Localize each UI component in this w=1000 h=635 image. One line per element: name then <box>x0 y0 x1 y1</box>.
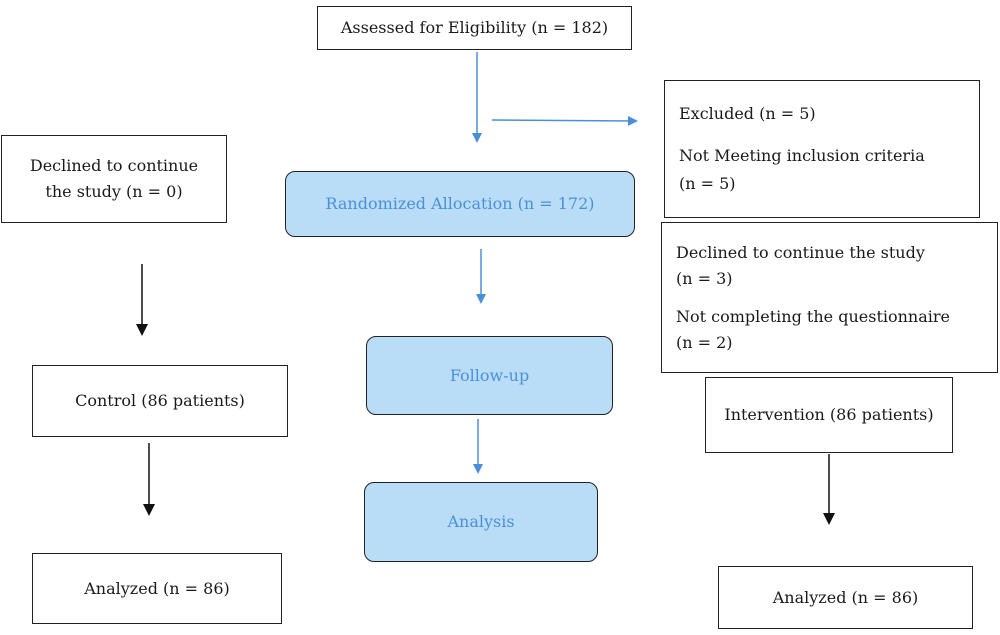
excluded-count: (n = 5) <box>679 174 736 193</box>
excluded-reason: Not Meeting inclusion criteria <box>679 146 925 165</box>
declined-left-line1: Declined to continue <box>29 156 199 175</box>
randomized-box: Randomized Allocation (n = 172) <box>285 171 635 237</box>
declined-left-box: Declined to continue the study (n = 0) <box>1 135 227 223</box>
declined-right-reason: Declined to continue the study <box>676 242 925 262</box>
analyzed-left-label: Analyzed (n = 86) <box>84 578 230 598</box>
declined-right-count: (n = 3) <box>676 268 733 288</box>
intervention-label: Intervention (86 patients) <box>724 405 934 424</box>
randomized-label: Randomized Allocation (n = 172) <box>325 194 595 213</box>
incomplete-questionnaire-count: (n = 2) <box>676 332 733 352</box>
assessed-box: Assessed for Eligibility (n = 182) <box>317 6 632 50</box>
excluded-title: Excluded (n = 5) <box>679 104 816 123</box>
followup-box: Follow-up <box>366 336 613 415</box>
analysis-box: Analysis <box>364 482 598 562</box>
analyzed-right-box: Analyzed (n = 86) <box>718 566 973 629</box>
declined-right-box: Declined to continue the study (n = 3) N… <box>661 222 998 373</box>
followup-label: Follow-up <box>449 365 530 385</box>
control-label: Control (86 patients) <box>75 391 245 410</box>
analysis-label: Analysis <box>447 512 515 531</box>
assessed-label: Assessed for Eligibility (n = 182) <box>340 18 609 37</box>
declined-left-line2: the study (n = 0) <box>45 182 183 201</box>
analyzed-left-box: Analyzed (n = 86) <box>32 553 282 624</box>
arrow-to-excluded <box>491 115 638 126</box>
excluded-box: Excluded (n = 5) Not Meeting inclusion c… <box>664 80 980 218</box>
intervention-box: Intervention (86 patients) <box>705 377 953 453</box>
analyzed-right-label: Analyzed (n = 86) <box>772 587 919 607</box>
control-box: Control (86 patients) <box>32 365 288 437</box>
incomplete-questionnaire-reason: Not completing the questionnaire <box>676 306 950 326</box>
